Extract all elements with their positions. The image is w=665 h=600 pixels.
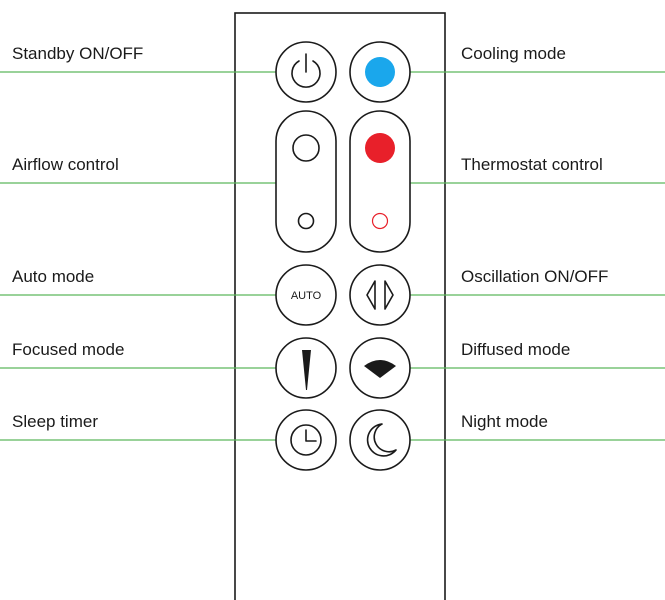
remote-body xyxy=(234,12,446,600)
small-circle-icon xyxy=(297,212,315,230)
focused-mode-button[interactable] xyxy=(275,337,337,399)
label-sleep-timer: Sleep timer xyxy=(12,412,98,431)
label-diffused: Diffused mode xyxy=(461,340,570,359)
label-airflow: Airflow control xyxy=(12,155,119,174)
standby-button[interactable] xyxy=(275,41,337,103)
cooling-mode-button[interactable] xyxy=(349,41,411,103)
diffused-mode-button[interactable] xyxy=(349,337,411,399)
sleep-timer-button[interactable] xyxy=(275,409,337,471)
large-circle-icon xyxy=(292,134,320,162)
night-mode-button[interactable] xyxy=(349,409,411,471)
label-standby: Standby ON/OFF xyxy=(12,44,143,63)
diffused-beam-icon xyxy=(364,360,396,378)
power-icon xyxy=(291,53,321,88)
clock-icon xyxy=(290,424,322,456)
label-thermostat: Thermostat control xyxy=(461,155,603,174)
label-night: Night mode xyxy=(461,412,548,431)
oscillation-button[interactable] xyxy=(349,264,411,326)
airflow-control-button[interactable] xyxy=(275,110,337,253)
auto-mode-button[interactable]: AUTO xyxy=(275,264,337,326)
thermostat-control-button[interactable] xyxy=(349,110,411,253)
blue-dot-icon xyxy=(365,57,395,87)
moon-icon xyxy=(366,423,397,457)
auto-button-label: AUTO xyxy=(291,290,322,302)
oscillation-arrows-icon xyxy=(366,280,394,310)
label-oscillation: Oscillation ON/OFF xyxy=(461,267,608,286)
focused-beam-icon xyxy=(302,350,311,390)
label-focused: Focused mode xyxy=(12,340,124,359)
small-red-circle-icon xyxy=(371,212,389,230)
label-cooling: Cooling mode xyxy=(461,44,566,63)
red-dot-icon xyxy=(365,133,395,163)
label-auto: Auto mode xyxy=(12,267,94,286)
